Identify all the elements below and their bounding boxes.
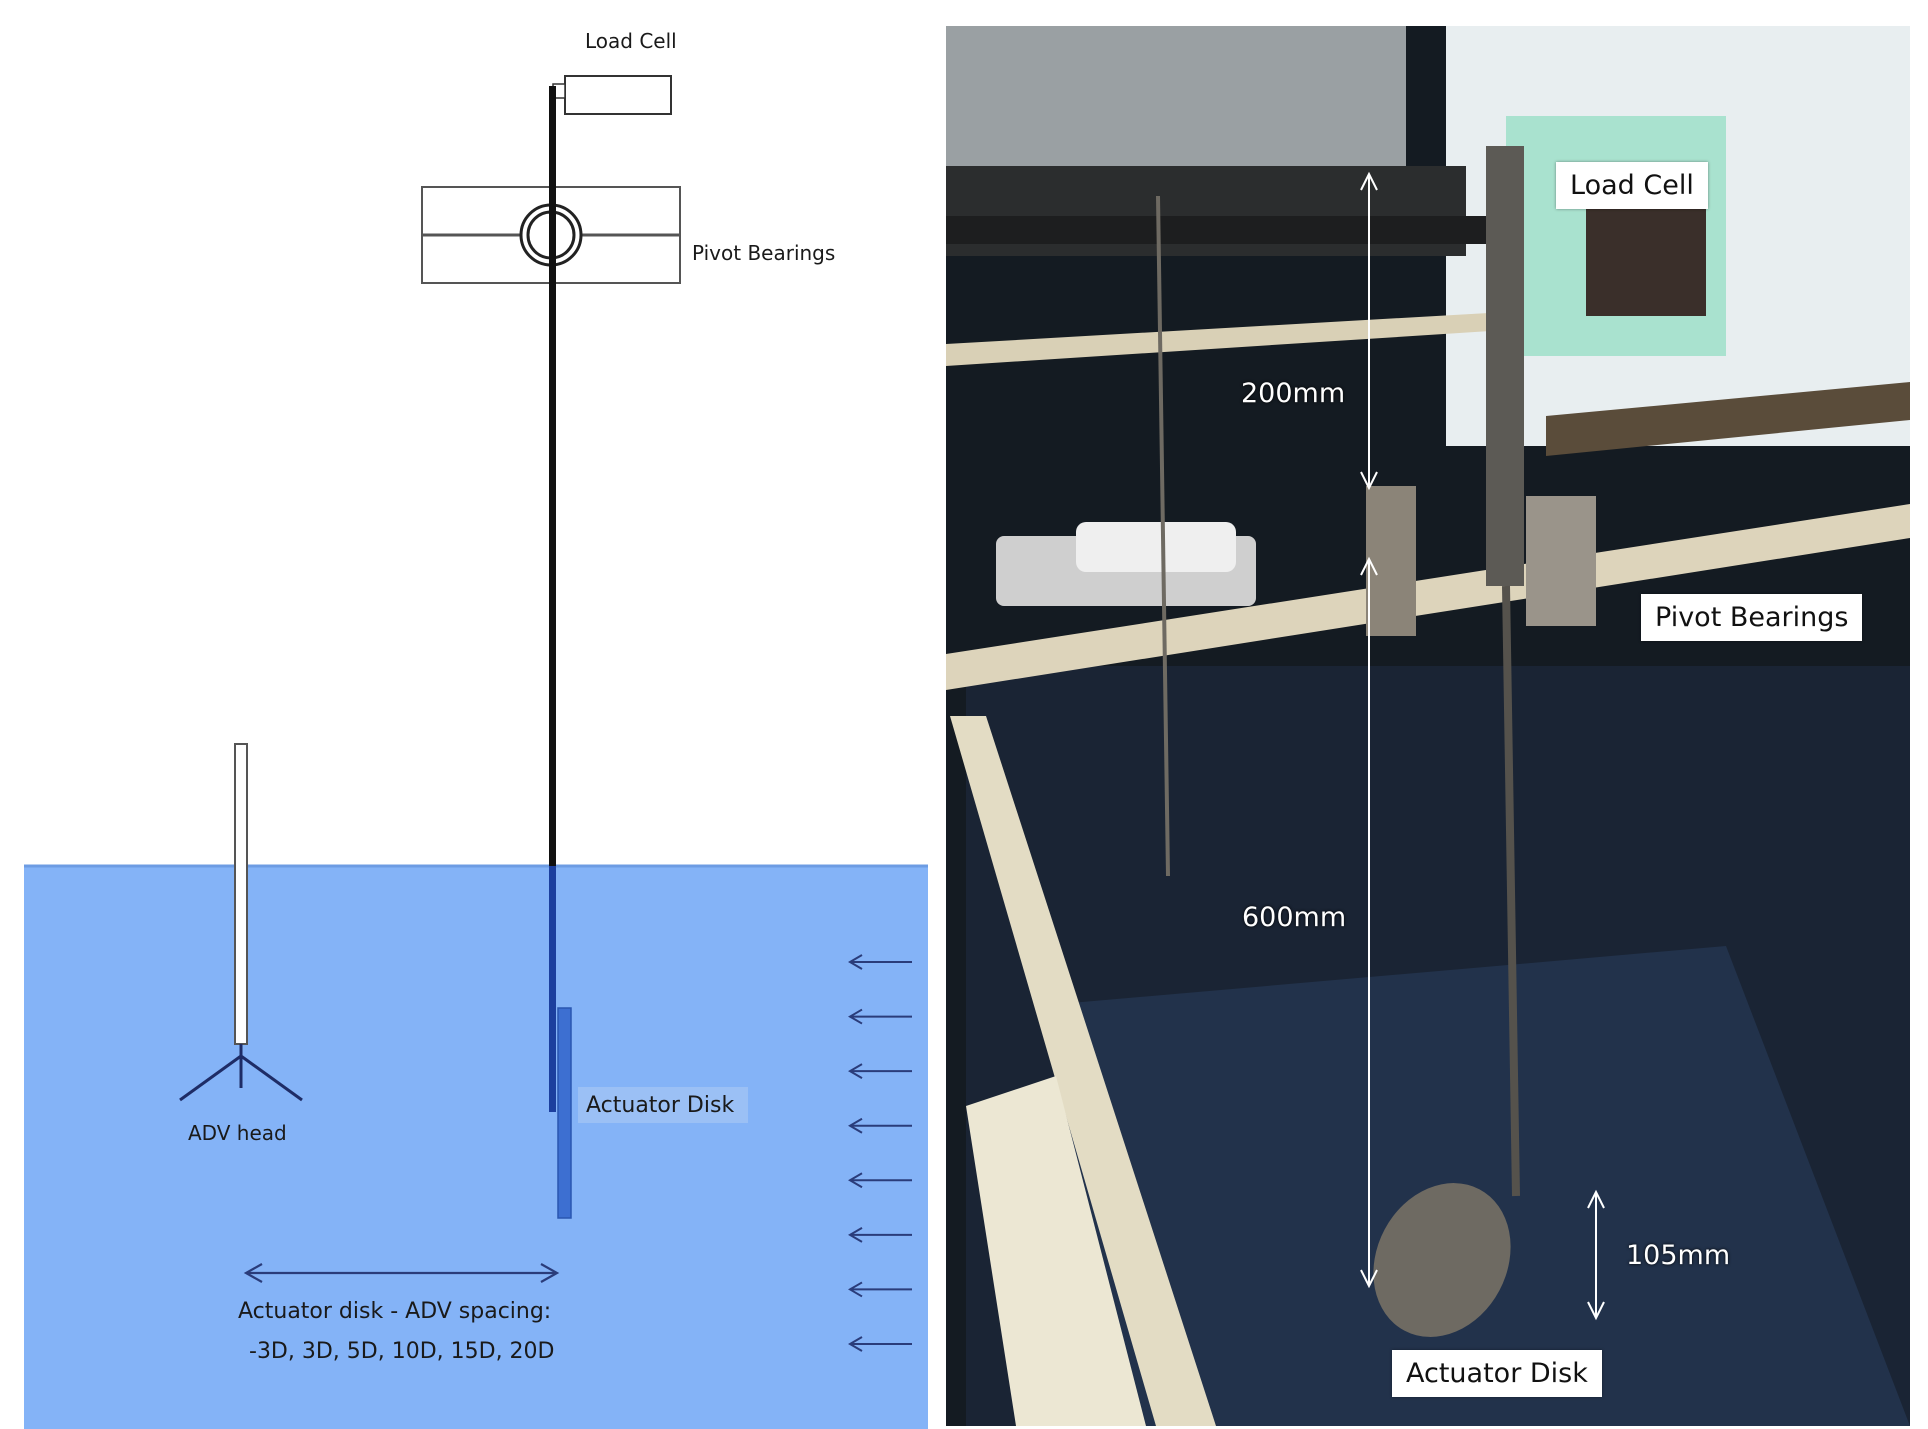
pivot-bearings-label: Pivot Bearings [692, 241, 835, 265]
adv-probe-stem [234, 743, 248, 1045]
top-sheet [946, 26, 1406, 166]
spacing-double-arrow [243, 1263, 560, 1283]
side-rail-right [1546, 382, 1910, 456]
dimension-200mm: 200mm [1241, 378, 1346, 409]
spacing-label-line2: -3D, 3D, 5D, 10D, 15D, 20D [249, 1339, 555, 1364]
support-rod [1502, 585, 1520, 1197]
logger-cable-bundle [1076, 522, 1236, 572]
support-rod-submerged [549, 866, 556, 1112]
flow-arrow [848, 1008, 912, 1025]
flow-arrow [848, 1117, 912, 1134]
hanging-rod-left [1156, 195, 1170, 877]
actuator-disk-label: Actuator Disk [586, 1093, 734, 1118]
spacing-label-line1: Actuator disk - ADV spacing: [238, 1299, 551, 1324]
white-blocks [966, 1076, 1146, 1426]
flow-arrow [848, 954, 912, 970]
bearing-block-left [1366, 486, 1416, 636]
left-ruler [950, 716, 1216, 1426]
water-region [24, 866, 928, 1429]
frame-upright [1486, 146, 1524, 586]
experiment-photo: Load Cell Pivot Bearings Actuator Disk 2… [946, 26, 1910, 1426]
middle-rail [946, 504, 1910, 690]
schematic-diagram: Load Cell Pivot Bearings Actuator Disk A… [24, 29, 928, 1429]
adv-head-label: ADV head [188, 1121, 287, 1145]
photo-load-cell-label: Load Cell [1556, 162, 1708, 209]
dimension-105mm: 105mm [1626, 1240, 1731, 1271]
upper-rail [946, 312, 1506, 366]
actuator-disk [1373, 1183, 1511, 1337]
support-rod-above-water [549, 86, 556, 866]
photo-actuator-disk-label: Actuator Disk [1392, 1350, 1602, 1397]
photo-scene [946, 26, 1910, 1426]
actuator-disk-side-view [557, 1007, 572, 1219]
load-cell-box [564, 75, 672, 115]
adv-head-prongs [179, 1044, 303, 1102]
flow-arrow [848, 1063, 912, 1080]
actuator-disk-label-bg [578, 1087, 748, 1123]
flow-arrow [848, 1281, 912, 1298]
photo-pivot-bearings-label: Pivot Bearings [1641, 594, 1863, 641]
load-cell-label: Load Cell [585, 29, 677, 53]
flow-arrow [848, 1336, 912, 1352]
tank-floor-lit [1036, 946, 1910, 1426]
bearing-block-right [1526, 496, 1596, 626]
top-rail [946, 216, 1486, 244]
flow-direction-arrows [848, 954, 912, 1352]
flow-arrow [848, 1226, 912, 1243]
dimension-600mm: 600mm [1242, 902, 1347, 933]
dimension-arrows [1360, 171, 1605, 1321]
flow-arrow [848, 1172, 912, 1189]
